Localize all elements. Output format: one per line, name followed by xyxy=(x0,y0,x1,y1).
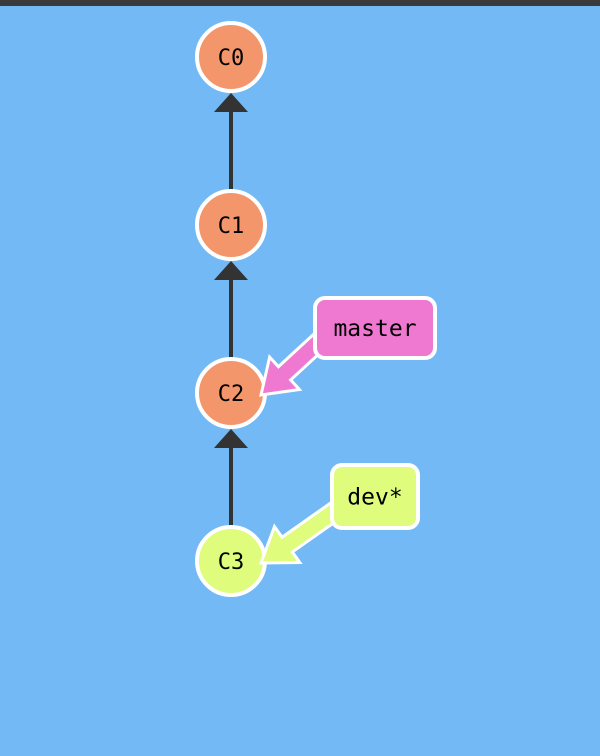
commit-node-c2[interactable]: C2 xyxy=(195,357,267,429)
edge-C1-to-C0 xyxy=(214,93,248,191)
branch-name: dev* xyxy=(347,485,402,511)
edge-C3-to-C2 xyxy=(214,429,248,527)
commit-label: C1 xyxy=(218,214,245,239)
commit-label: C2 xyxy=(218,382,245,407)
arrowhead-icon xyxy=(214,261,248,280)
branch-box[interactable] xyxy=(313,296,437,360)
branch-box[interactable] xyxy=(330,463,420,530)
branches-layer: master dev* xyxy=(258,296,437,565)
branch-label-master[interactable]: master xyxy=(259,296,437,397)
commit-node-c3[interactable]: C3 xyxy=(195,525,267,597)
commit-label: C0 xyxy=(218,46,245,71)
commit-label: C3 xyxy=(218,550,245,575)
branch-label-dev-current[interactable]: dev* xyxy=(258,463,420,565)
arrowhead-icon xyxy=(214,429,248,448)
top-bar xyxy=(0,0,600,6)
commit-node-c1[interactable]: C1 xyxy=(195,189,267,261)
edge-C2-to-C1 xyxy=(214,261,248,359)
commit-circle[interactable] xyxy=(195,189,267,261)
commit-circle[interactable] xyxy=(195,21,267,93)
branch-name: master xyxy=(333,316,416,342)
edges-layer xyxy=(214,93,248,527)
arrowhead-icon xyxy=(214,93,248,112)
commit-node-c0[interactable]: C0 xyxy=(195,21,267,93)
